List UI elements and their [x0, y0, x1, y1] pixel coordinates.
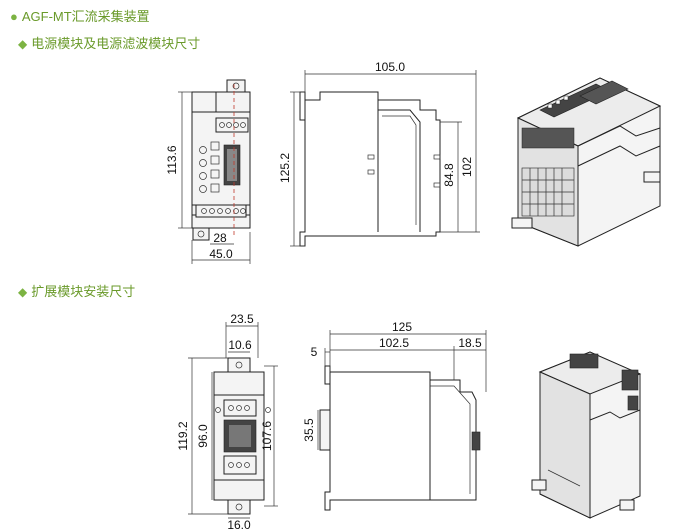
dim-offset: 5: [311, 345, 318, 359]
dim-height-total: 125.2: [278, 153, 292, 183]
dim-width-top: 23.5: [230, 312, 254, 326]
dim-height-side: 102: [460, 157, 474, 177]
section-heading-expansion: ◆扩展模块安装尺寸: [18, 281, 135, 300]
power-isometric-view: [511, 77, 662, 247]
page-title-text: AGF-MT汇流采集装置: [21, 9, 150, 24]
expansion-isometric-view: [531, 351, 642, 519]
expansion-front-view: 23.5 10.6 119.2 96.0 107.6 16.0: [176, 312, 278, 529]
dim-width-bottom: 16.0: [227, 518, 251, 529]
section-heading-power: ◆电源模块及电源滤波模块尺寸: [18, 33, 200, 52]
bullet-icon: ●: [10, 9, 18, 24]
dim-height-right: 107.6: [260, 421, 274, 451]
din-rail-slot: [319, 409, 331, 451]
dim-depth-right: 18.5: [458, 336, 482, 350]
expansion-side-view: 125 5 102.5 18.5 35.5: [302, 320, 487, 511]
dim-width-inner: 28: [213, 231, 227, 245]
diamond-icon: ◆: [18, 285, 28, 299]
terminal-grid: [521, 127, 575, 217]
dim-width-mid: 10.6: [228, 338, 252, 352]
dim-depth: 105.0: [375, 60, 405, 74]
dim-height-total-exp: 119.2: [176, 421, 190, 450]
diamond-icon: ◆: [18, 37, 28, 51]
power-front-view: 113.6 28 45.0: [165, 79, 251, 264]
page-title: ●AGF-MT汇流采集装置: [10, 6, 150, 25]
terminal-block-top: [215, 117, 249, 133]
dim-height-inner-exp: 96.0: [196, 424, 210, 448]
mount-hole: [232, 82, 240, 90]
side-body: [299, 91, 441, 247]
section-heading-expansion-text: 扩展模块安装尺寸: [31, 284, 136, 299]
terminal-block-bottom: [195, 204, 247, 218]
dim-depth-main: 102.5: [379, 336, 409, 350]
power-side-view: 105.0 125.2 84.8 102: [278, 60, 480, 247]
section-heading-power-text: 电源模块及电源滤波模块尺寸: [31, 36, 201, 51]
exp-side-body: [324, 365, 477, 511]
bottom-mount-tab: [192, 227, 210, 241]
dim-height-inner: 84.8: [442, 163, 456, 187]
dim-height: 113.6: [165, 145, 179, 174]
dim-width-total: 45.0: [209, 247, 233, 261]
top-mount-tab: [226, 79, 246, 93]
dim-rail: 35.5: [302, 418, 316, 442]
indicator-led: [199, 146, 207, 154]
dim-depth-total: 125: [392, 320, 412, 334]
